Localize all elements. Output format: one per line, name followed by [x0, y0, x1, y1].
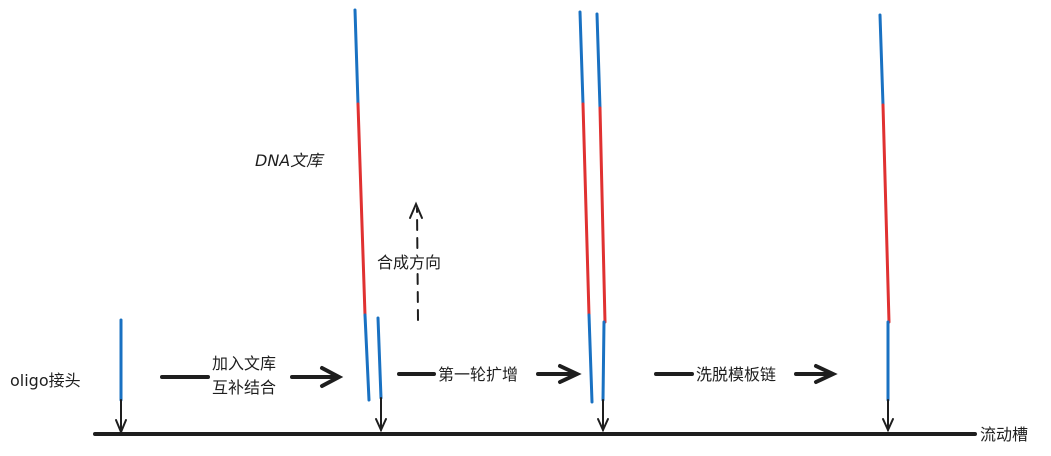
synthesis-direction-arrow [409, 201, 423, 321]
oligo-adapter-2 [375, 316, 387, 433]
template-strand [578, 10, 594, 404]
oligo-label: oligo接头 [10, 371, 81, 390]
step-arrow-2 [397, 364, 582, 384]
step3-label: 洗脱模板链 [696, 365, 776, 384]
dna-library-label: DNA文库 [255, 151, 325, 170]
step1-label-line2: 互补结合 [212, 378, 276, 397]
step1-label-line1: 加入文库 [212, 354, 276, 373]
step2-label: 第一轮扩增 [438, 365, 518, 384]
library-strand [353, 8, 371, 402]
synthesized-strand-1 [595, 12, 609, 433]
step-arrow-3 [654, 364, 838, 384]
synthesis-direction-label: 合成方向 [377, 253, 441, 272]
oligo-adapter-1 [115, 318, 127, 435]
step-arrow-1 [160, 366, 344, 388]
synthesized-strand-2 [878, 13, 894, 433]
flow-cell-label: 流动槽 [980, 425, 1028, 444]
